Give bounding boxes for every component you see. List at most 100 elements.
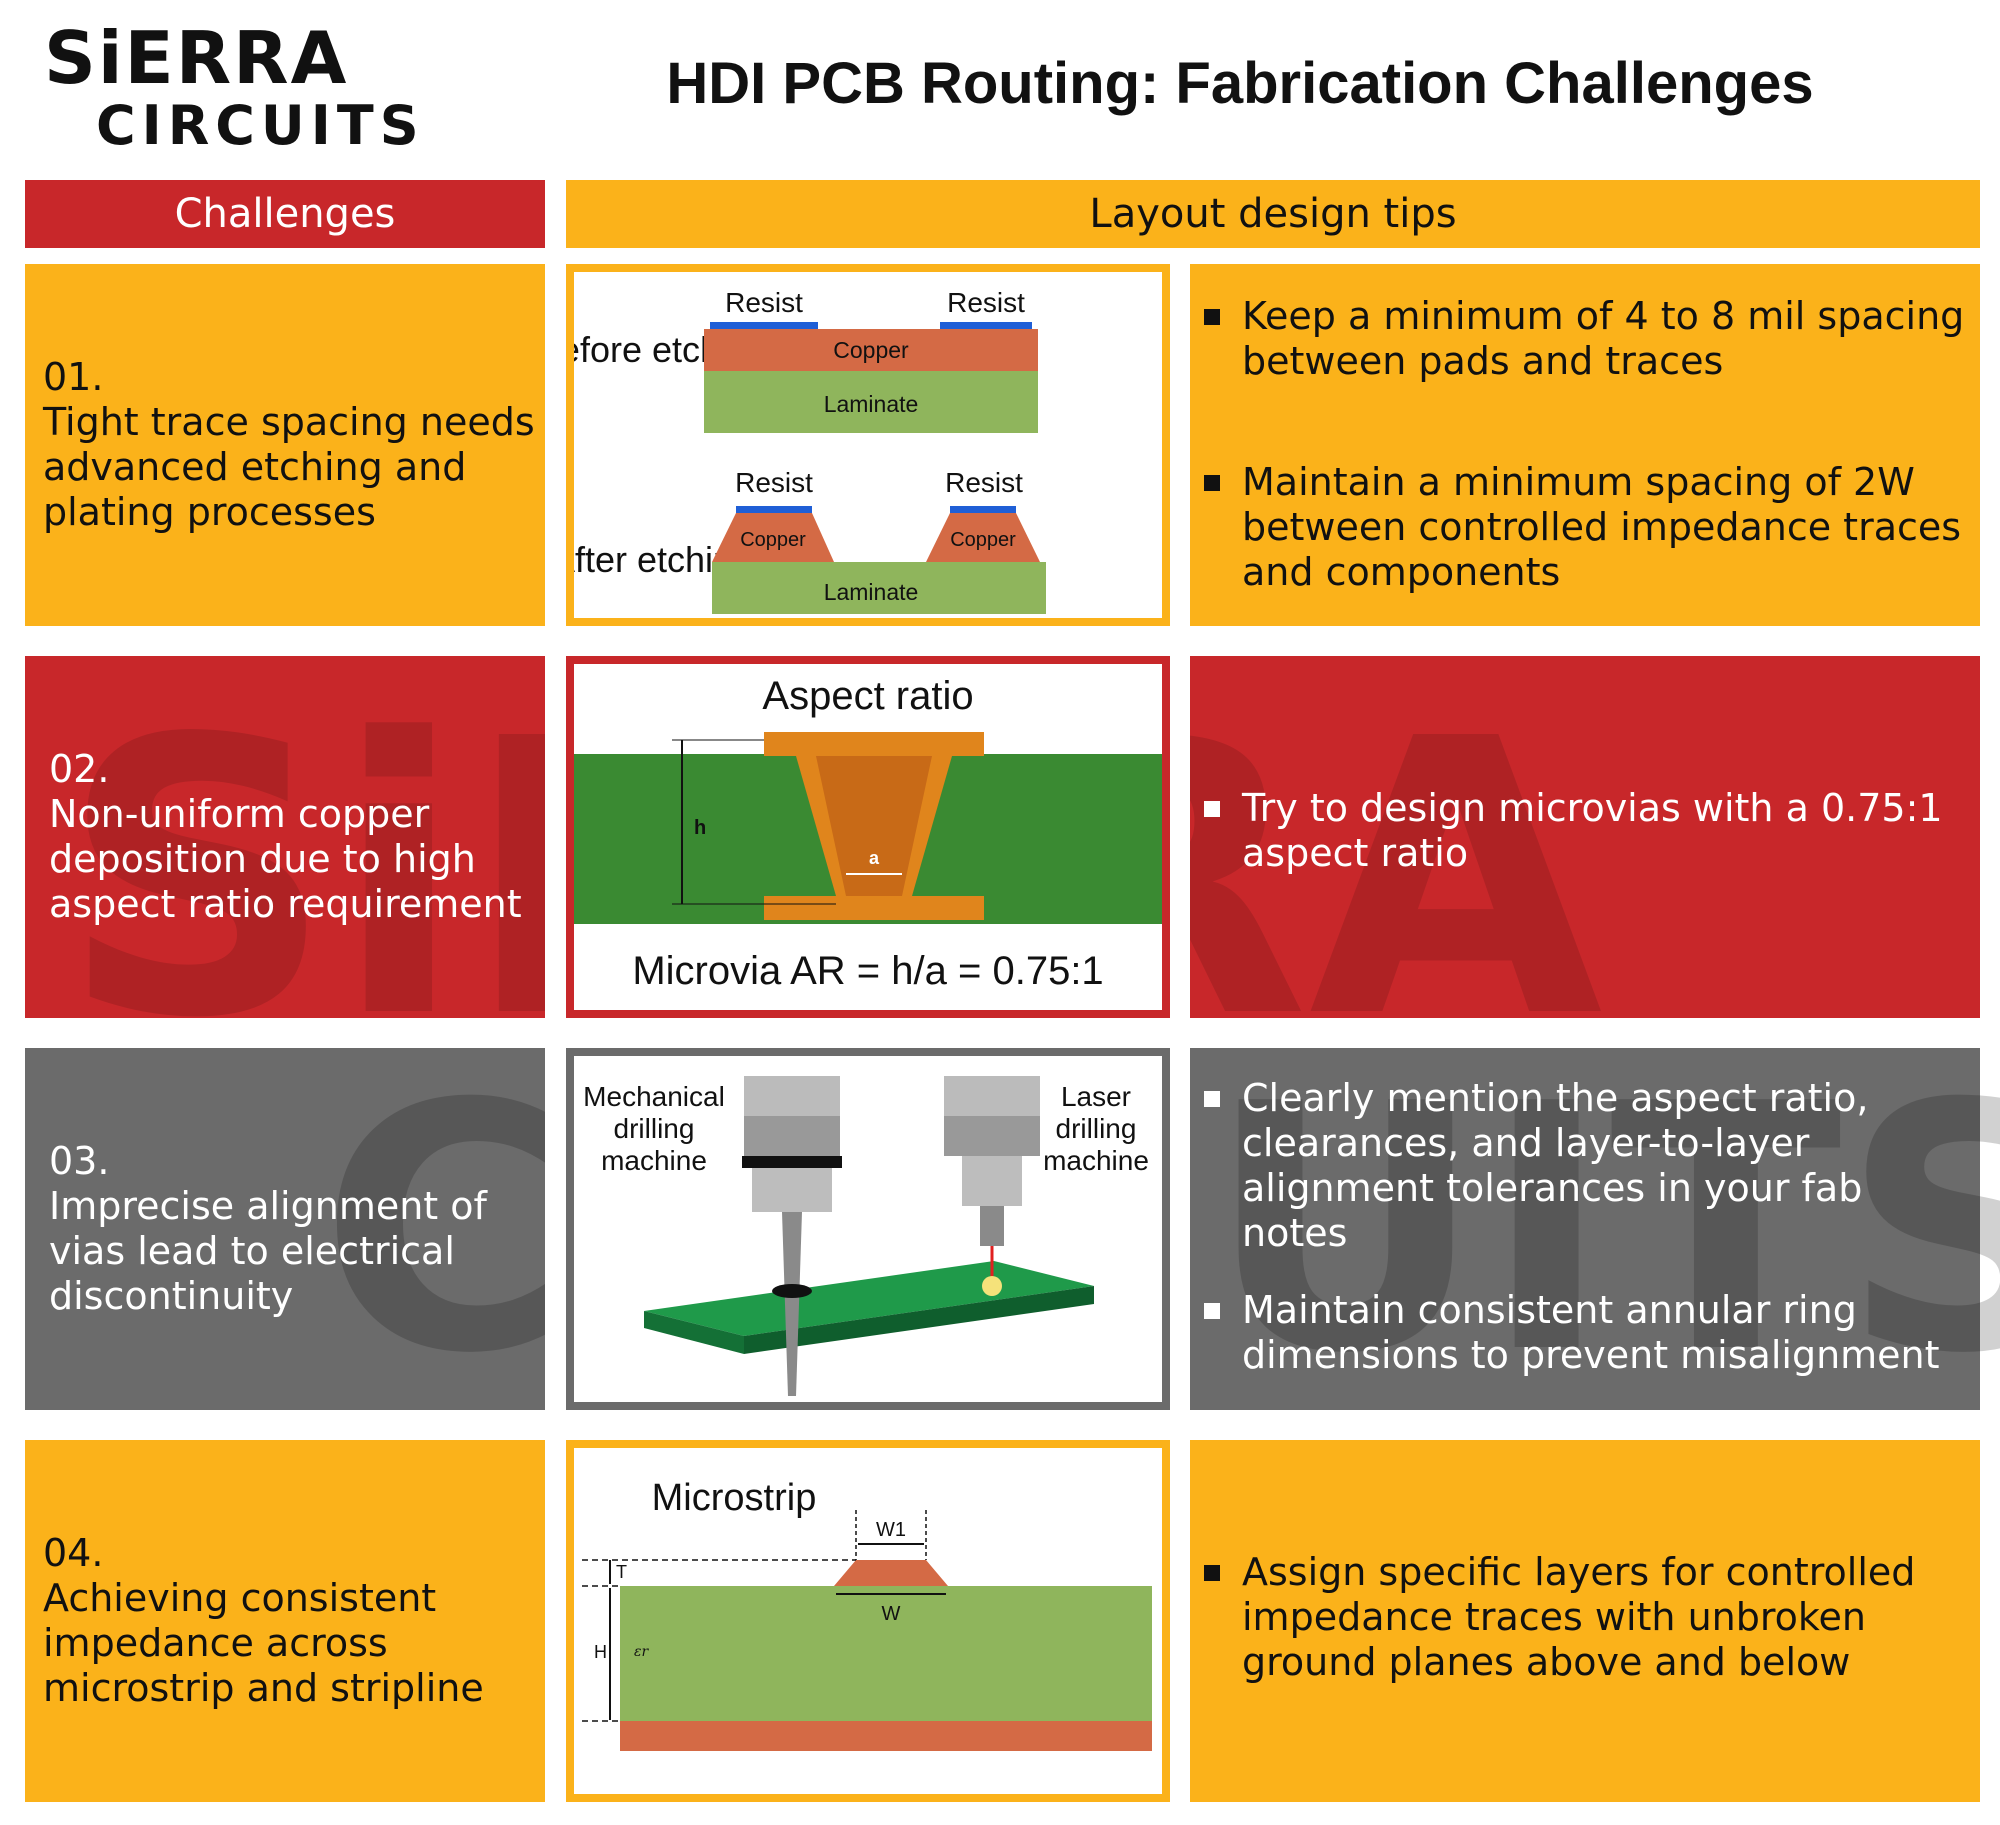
mech-drill-knurl xyxy=(744,1116,840,1156)
tip-text: Maintain consistent annular ring dimensi… xyxy=(1242,1288,1940,1377)
resist-4 xyxy=(950,506,1016,513)
laser-label-3: machine xyxy=(1043,1145,1149,1176)
tip-text: Try to design microvias with a 0.75:1 as… xyxy=(1242,786,1943,875)
copper-trace-1 xyxy=(712,513,834,562)
pcb-edge-front xyxy=(744,1286,1094,1354)
resist-1 xyxy=(710,322,818,329)
resist-label-1: Resist xyxy=(725,287,803,318)
diagram-aspect-ratio: Aspect ratio h a Microvia AR = h/a = 0.7… xyxy=(566,656,1170,1018)
via-cavity xyxy=(816,756,932,896)
copper-layer xyxy=(704,329,1038,371)
tip-text: Clearly mention the aspect ratio, cleara… xyxy=(1242,1076,1869,1255)
mech-drill-ring xyxy=(742,1156,842,1168)
w-label: W xyxy=(882,1603,901,1625)
resist-label-4: Resist xyxy=(945,467,1023,498)
laser-nozzle xyxy=(980,1206,1004,1246)
laser-body xyxy=(962,1156,1022,1206)
challenge-text-1: Tight trace spacing needs advanced etchi… xyxy=(43,400,535,534)
tip-item: Clearly mention the aspect ratio, cleara… xyxy=(1204,1076,1970,1256)
challenge-number-3: 03. xyxy=(49,1139,110,1183)
copper-trace-2 xyxy=(926,513,1040,562)
tip-item: Assign specific layers for controlled im… xyxy=(1204,1550,1970,1685)
mech-drill-hole xyxy=(772,1284,812,1298)
header-challenges: Challenges xyxy=(25,180,545,248)
resist-3 xyxy=(736,506,812,513)
challenge-number-1: 01. xyxy=(43,355,104,399)
mech-label-3: machine xyxy=(601,1145,707,1176)
tip-item: Maintain a minimum spacing of 2W between… xyxy=(1204,460,1970,595)
divider xyxy=(1170,656,1190,1018)
laser-head xyxy=(944,1076,1040,1116)
laminate-label-1: Laminate xyxy=(824,391,919,417)
challenge-cell-2: 02. Non-uniform copper deposition due to… xyxy=(25,656,545,1018)
laser-knurl xyxy=(944,1116,1040,1156)
challenge-cell-4: 04. Achieving consistent impedance acros… xyxy=(25,1440,545,1802)
challenge-cell-3: 03. Imprecise alignment of vias lead to … xyxy=(25,1048,545,1410)
bullet-icon xyxy=(1204,801,1220,817)
tips-cell-4: Assign specific layers for controlled im… xyxy=(1190,1440,1980,1802)
bullet-icon xyxy=(1204,1303,1220,1319)
laminate-layer-1 xyxy=(704,371,1038,433)
tip-item: Maintain consistent annular ring dimensi… xyxy=(1204,1288,1970,1378)
diagram-drilling: Mechanical drilling machine Laser drilli… xyxy=(566,1048,1170,1410)
pcb-edge-left xyxy=(644,1311,744,1354)
diagram-etching: Before etching Resist Resist Copper Lami… xyxy=(566,264,1170,626)
laser-label-1: Laser xyxy=(1061,1081,1131,1112)
logo-sierra: SiERRA xyxy=(44,16,349,100)
challenge-text-4: Achieving consistent impedance across mi… xyxy=(43,1576,484,1710)
divider xyxy=(545,656,566,1018)
bullet-icon xyxy=(1204,1565,1220,1581)
h-label: h xyxy=(694,817,706,839)
tip-item: Keep a minimum of 4 to 8 mil spacing bet… xyxy=(1204,294,1970,384)
h-label-microstrip: H xyxy=(594,1642,607,1662)
mech-drill-bit xyxy=(782,1212,802,1396)
laser-label-2: drilling xyxy=(1056,1113,1137,1144)
laminate-layer-2 xyxy=(712,562,1046,614)
t-label: T xyxy=(616,1562,627,1582)
tips-cell-2: Try to design microvias with a 0.75:1 as… xyxy=(1190,656,1980,1018)
diagram-microstrip: Microstrip W1 W T H εr xyxy=(566,1440,1170,1802)
divider xyxy=(545,1048,566,1410)
via-bottom-pad xyxy=(764,896,984,920)
challenge-number-4: 04. xyxy=(43,1531,104,1575)
copper-label: Copper xyxy=(833,337,909,363)
aspect-ratio-formula: Microvia AR = h/a = 0.75:1 xyxy=(632,949,1103,993)
dielectric-layer xyxy=(620,1586,1152,1721)
page-title: HDI PCB Routing: Fabrication Challenges xyxy=(666,51,1814,116)
header-tips: Layout design tips xyxy=(566,180,1980,248)
mech-drill-body xyxy=(752,1168,832,1212)
resist-label-3: Resist xyxy=(735,467,813,498)
challenge-text-2: Non-uniform copper deposition due to hig… xyxy=(49,792,522,926)
mech-label-2: drilling xyxy=(614,1113,695,1144)
tip-text: Maintain a minimum spacing of 2W between… xyxy=(1242,460,1962,594)
bullet-icon xyxy=(1204,1091,1220,1107)
challenge-cell-1: 01. Tight trace spacing needs advanced e… xyxy=(25,264,545,626)
logo-circuits: CIRCUITS xyxy=(96,94,425,157)
mech-label-1: Mechanical xyxy=(583,1081,725,1112)
copper-label-2: Copper xyxy=(740,529,806,551)
via-top-pad xyxy=(764,732,984,756)
tips-cell-1: Keep a minimum of 4 to 8 mil spacing bet… xyxy=(1190,264,1980,626)
pcb-board xyxy=(644,1261,1094,1336)
tip-text: Keep a minimum of 4 to 8 mil spacing bet… xyxy=(1242,294,1965,383)
challenge-number-2: 02. xyxy=(49,747,110,791)
a-label: a xyxy=(869,848,880,868)
microstrip-title: Microstrip xyxy=(652,1477,817,1519)
laser-spot xyxy=(982,1276,1002,1296)
divider xyxy=(1170,1048,1190,1410)
er-label: εr xyxy=(634,1644,650,1660)
resist-label-2: Resist xyxy=(947,287,1025,318)
ground-plane xyxy=(620,1721,1152,1751)
aspect-ratio-title: Aspect ratio xyxy=(762,674,973,718)
tip-text: Assign specific layers for controlled im… xyxy=(1242,1550,1916,1684)
tips-cell-3: Clearly mention the aspect ratio, cleara… xyxy=(1190,1048,1980,1410)
w1-label: W1 xyxy=(876,1519,906,1541)
tip-item: Try to design microvias with a 0.75:1 as… xyxy=(1204,786,1970,876)
challenge-text-3: Imprecise alignment of vias lead to elec… xyxy=(49,1184,487,1318)
resist-2 xyxy=(940,322,1032,329)
laminate-label-2: Laminate xyxy=(824,579,919,605)
bullet-icon xyxy=(1204,475,1220,491)
copper-label-3: Copper xyxy=(950,529,1016,551)
bullet-icon xyxy=(1204,309,1220,325)
microstrip-trace xyxy=(834,1560,948,1586)
